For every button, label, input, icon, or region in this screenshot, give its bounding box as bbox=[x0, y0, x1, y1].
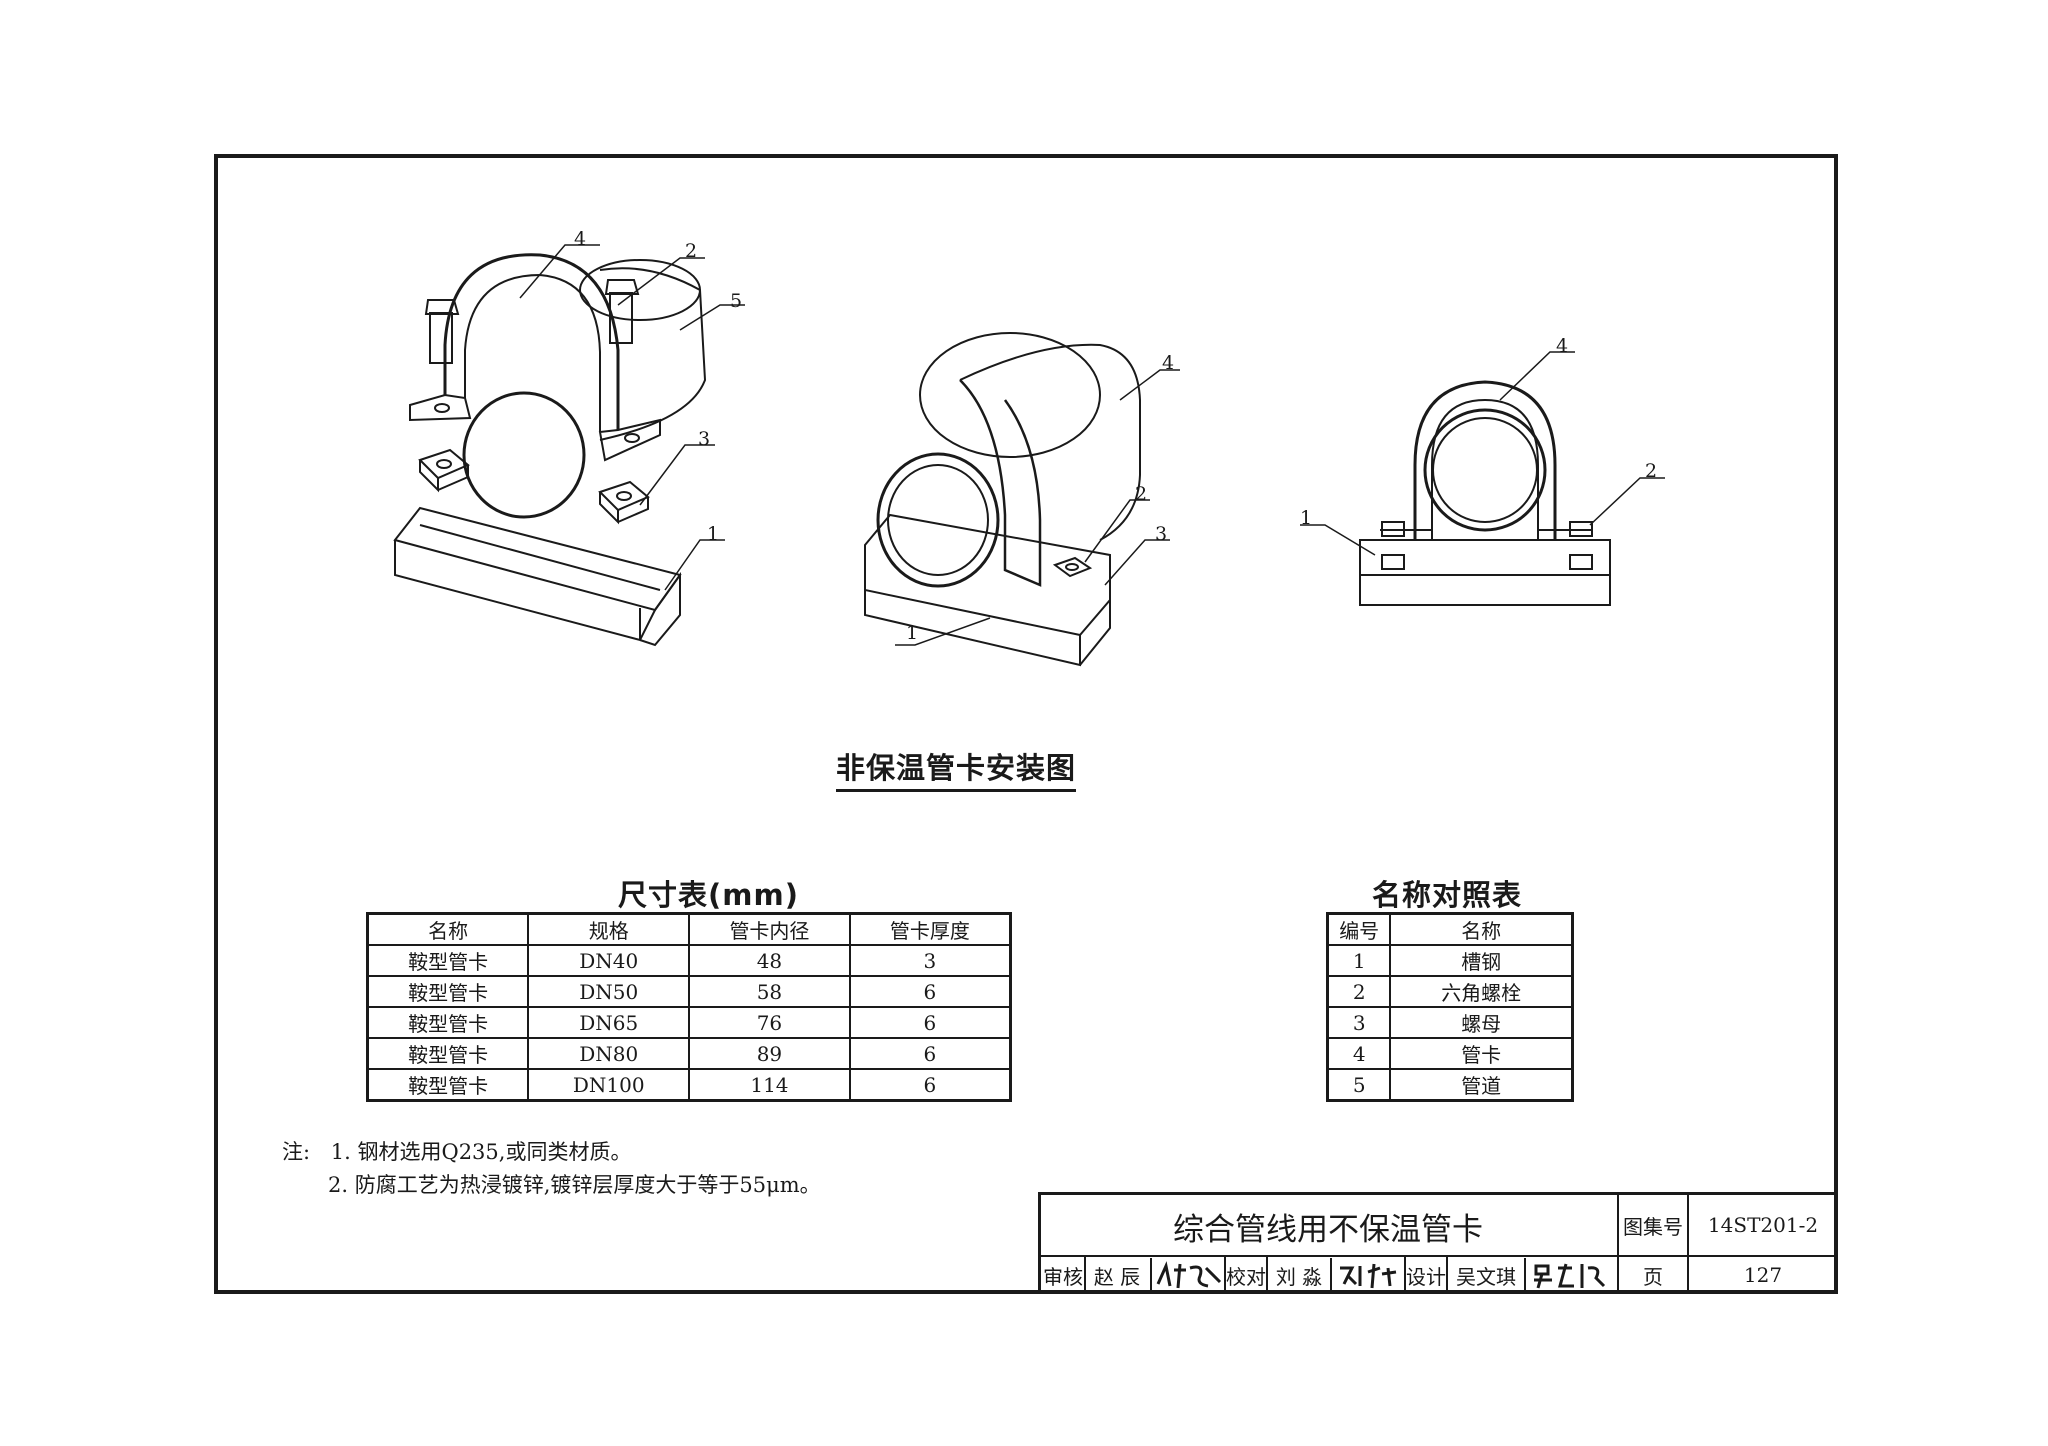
table-row: 鞍型管卡 DN65 76 6 bbox=[366, 1006, 1012, 1039]
front-view bbox=[1300, 351, 1665, 606]
callout-left-1: 1 bbox=[707, 523, 721, 545]
name-table: 编号 名称 1 槽钢 2 六角螺栓 3 螺母 4 管卡 5 管道 bbox=[1326, 912, 1574, 1102]
table-row: 鞍型管卡 DN100 114 6 bbox=[366, 1068, 1012, 1102]
cell: 48 bbox=[688, 944, 851, 977]
drawing-frame bbox=[214, 154, 1838, 1294]
header-cell: 编号 bbox=[1326, 912, 1392, 946]
dim-table: 名称 规格 管卡内径 管卡厚度 鞍型管卡 DN40 48 3 鞍型管卡 DN50… bbox=[366, 912, 1012, 1102]
callout-left-4: 4 bbox=[574, 228, 588, 250]
atlas-number: 14ST201-2 bbox=[1707, 1213, 1819, 1237]
cell: 4 bbox=[1326, 1037, 1392, 1070]
note-item: 1. 钢材选用Q235,或同类材质。 bbox=[330, 1140, 632, 1164]
table-row: 3 螺母 bbox=[1326, 1006, 1574, 1039]
cell: 89 bbox=[688, 1037, 851, 1070]
cell: 鞍型管卡 bbox=[366, 1006, 530, 1039]
cell: 58 bbox=[688, 975, 851, 1008]
cell: 6 bbox=[848, 975, 1012, 1008]
cell: 鞍型管卡 bbox=[366, 1068, 530, 1102]
reviewer-signature bbox=[1150, 1258, 1226, 1292]
cell: 管道 bbox=[1389, 1068, 1574, 1102]
note-row-1: 注: 1. 钢材选用Q235,或同类材质。 bbox=[282, 1136, 821, 1169]
note-item: 2. 防腐工艺为热浸镀锌,镀锌层厚度大于等于55μm。 bbox=[328, 1173, 821, 1197]
cell: DN100 bbox=[527, 1068, 691, 1102]
callout-left-5: 5 bbox=[730, 290, 744, 312]
cell: 槽钢 bbox=[1389, 944, 1574, 977]
table-header-row: 名称 规格 管卡内径 管卡厚度 bbox=[366, 912, 1012, 946]
reviewer-name: 赵 辰 bbox=[1084, 1256, 1148, 1294]
cell: 六角螺栓 bbox=[1389, 975, 1574, 1008]
cell: DN65 bbox=[527, 1006, 691, 1039]
cell: 114 bbox=[688, 1068, 851, 1102]
title-block: 综合管线用不保温管卡 图集号 14ST201-2 审核 赵 辰 校对 刘 淼 设… bbox=[1038, 1192, 1838, 1294]
cell: 鞍型管卡 bbox=[366, 975, 530, 1008]
page-label: 页 bbox=[1643, 1264, 1663, 1289]
cell: 6 bbox=[848, 1068, 1012, 1102]
checker-name: 刘 淼 bbox=[1266, 1256, 1330, 1294]
callout-middle-3: 3 bbox=[1155, 523, 1169, 545]
callout-left-2: 2 bbox=[685, 240, 699, 262]
table-row: 鞍型管卡 DN40 48 3 bbox=[366, 944, 1012, 977]
table-row: 2 六角螺栓 bbox=[1326, 975, 1574, 1008]
cell: 6 bbox=[848, 1037, 1012, 1070]
cell: 管卡 bbox=[1389, 1037, 1574, 1070]
table-header-row: 编号 名称 bbox=[1326, 912, 1574, 946]
header-cell: 名称 bbox=[366, 912, 530, 946]
cell: DN50 bbox=[527, 975, 691, 1008]
callout-left-3: 3 bbox=[698, 428, 712, 450]
cell: 螺母 bbox=[1389, 1006, 1574, 1039]
notes: 注: 1. 钢材选用Q235,或同类材质。 2. 防腐工艺为热浸镀锌,镀锌层厚度… bbox=[282, 1136, 821, 1202]
page-number: 127 bbox=[1743, 1263, 1783, 1287]
name-table-title: 名称对照表 bbox=[1372, 878, 1523, 912]
cell: 6 bbox=[848, 1006, 1012, 1039]
header-cell: 管卡内径 bbox=[688, 912, 851, 946]
table-row: 鞍型管卡 DN80 89 6 bbox=[366, 1037, 1012, 1070]
cell: 5 bbox=[1326, 1068, 1392, 1102]
review-label: 审核 bbox=[1043, 1264, 1083, 1289]
cell: DN40 bbox=[527, 944, 691, 977]
callout-middle-2: 2 bbox=[1135, 483, 1149, 505]
callout-right-2: 2 bbox=[1645, 460, 1659, 482]
cell: 鞍型管卡 bbox=[366, 1037, 530, 1070]
exploded-view bbox=[393, 244, 745, 647]
cell: 3 bbox=[1326, 1006, 1392, 1039]
note-row-2: 2. 防腐工艺为热浸镀锌,镀锌层厚度大于等于55μm。 bbox=[282, 1169, 821, 1202]
cell: 3 bbox=[848, 944, 1012, 977]
cell: DN80 bbox=[527, 1037, 691, 1070]
drawing-title: 综合管线用不保温管卡 bbox=[1173, 1211, 1483, 1248]
figure-caption: 非保温管卡安装图 bbox=[836, 745, 1077, 792]
header-cell: 管卡厚度 bbox=[848, 912, 1012, 946]
callout-right-1: 1 bbox=[1300, 507, 1314, 529]
design-label: 设计 bbox=[1404, 1256, 1446, 1294]
designer-name: 吴文琪 bbox=[1446, 1256, 1524, 1294]
title-block-grid bbox=[1038, 1192, 1838, 1294]
cell: 2 bbox=[1326, 975, 1392, 1008]
table-row: 5 管道 bbox=[1326, 1068, 1574, 1102]
dim-table-title: 尺寸表(mm) bbox=[618, 878, 799, 912]
header-cell: 规格 bbox=[527, 912, 691, 946]
cell: 76 bbox=[688, 1006, 851, 1039]
checker-signature bbox=[1330, 1258, 1406, 1292]
header-cell: 名称 bbox=[1389, 912, 1574, 946]
table-row: 鞍型管卡 DN50 58 6 bbox=[366, 975, 1012, 1008]
check-label: 校对 bbox=[1224, 1256, 1266, 1294]
designer-signature bbox=[1524, 1258, 1620, 1292]
callout-right-4: 4 bbox=[1556, 335, 1570, 357]
atlas-label: 图集号 bbox=[1623, 1214, 1683, 1239]
cell: 1 bbox=[1326, 944, 1392, 977]
table-row: 4 管卡 bbox=[1326, 1037, 1574, 1070]
callout-middle-1: 1 bbox=[906, 622, 920, 644]
notes-prefix: 注: bbox=[282, 1140, 311, 1164]
cell: 鞍型管卡 bbox=[366, 944, 530, 977]
table-row: 1 槽钢 bbox=[1326, 944, 1574, 977]
assembled-view bbox=[864, 332, 1180, 667]
figure-caption-text: 非保温管卡安装图 bbox=[836, 751, 1077, 792]
callout-middle-4: 4 bbox=[1162, 352, 1176, 374]
